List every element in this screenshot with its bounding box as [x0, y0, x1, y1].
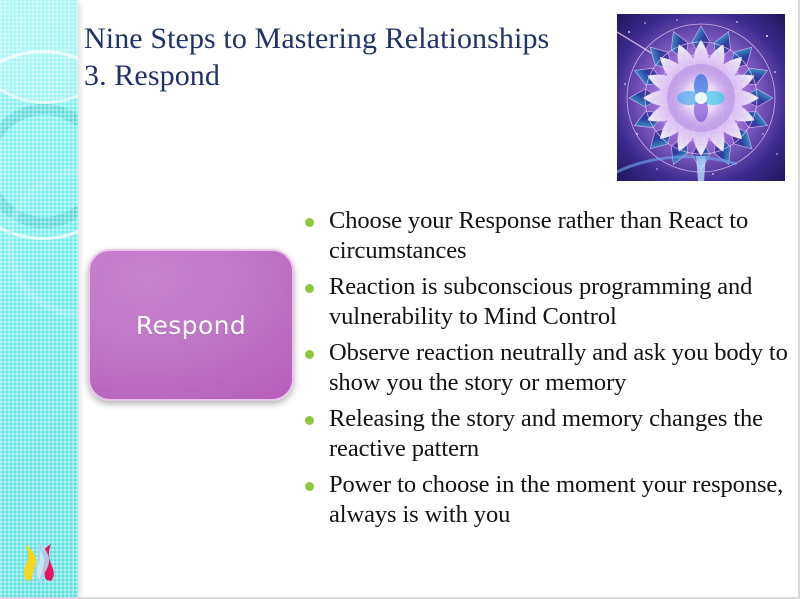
- bullet-dot-icon: [305, 482, 314, 491]
- list-item-text: Reaction is subconscious programming and…: [329, 273, 753, 330]
- bullet-dot-icon: [305, 284, 314, 293]
- title-line-2: 3. Respond: [84, 59, 220, 92]
- list-item: Observe reaction neutrally and ask you b…: [305, 338, 793, 398]
- circle-decoration-top: [0, 0, 78, 104]
- list-item-text: Releasing the story and memory changes t…: [329, 405, 763, 462]
- bullet-dot-icon: [305, 218, 314, 227]
- list-item: Choose your Response rather than React t…: [305, 206, 793, 266]
- list-item: Releasing the story and memory changes t…: [305, 404, 793, 464]
- cosmic-mandala-image: [617, 14, 785, 181]
- list-item: Reaction is subconscious programming and…: [305, 272, 793, 332]
- bullet-dot-icon: [305, 350, 314, 359]
- sidebar-dot-texture: [0, 0, 78, 597]
- circle-decoration-faint: [6, 168, 78, 318]
- page-title: Nine Steps to Mastering Relationships 3.…: [84, 20, 614, 94]
- respond-shape-label: Respond: [135, 310, 247, 340]
- circle-decoration-thin-arc: [0, 50, 78, 240]
- title-line-1: Nine Steps to Mastering Relationships: [84, 22, 550, 55]
- list-item: Power to choose in the moment your respo…: [305, 470, 793, 530]
- list-item-text: Choose your Response rather than React t…: [329, 207, 749, 264]
- bullet-list: Choose your Response rather than React t…: [305, 206, 793, 536]
- circle-decoration-lower: [0, 104, 78, 228]
- respond-shape[interactable]: Respond: [88, 249, 294, 401]
- tri-flame-logo: [10, 533, 68, 591]
- list-item-text: Power to choose in the moment your respo…: [329, 471, 784, 528]
- decorative-sidebar: [0, 0, 78, 597]
- list-item-text: Observe reaction neutrally and ask you b…: [329, 339, 788, 396]
- bullet-dot-icon: [305, 416, 314, 425]
